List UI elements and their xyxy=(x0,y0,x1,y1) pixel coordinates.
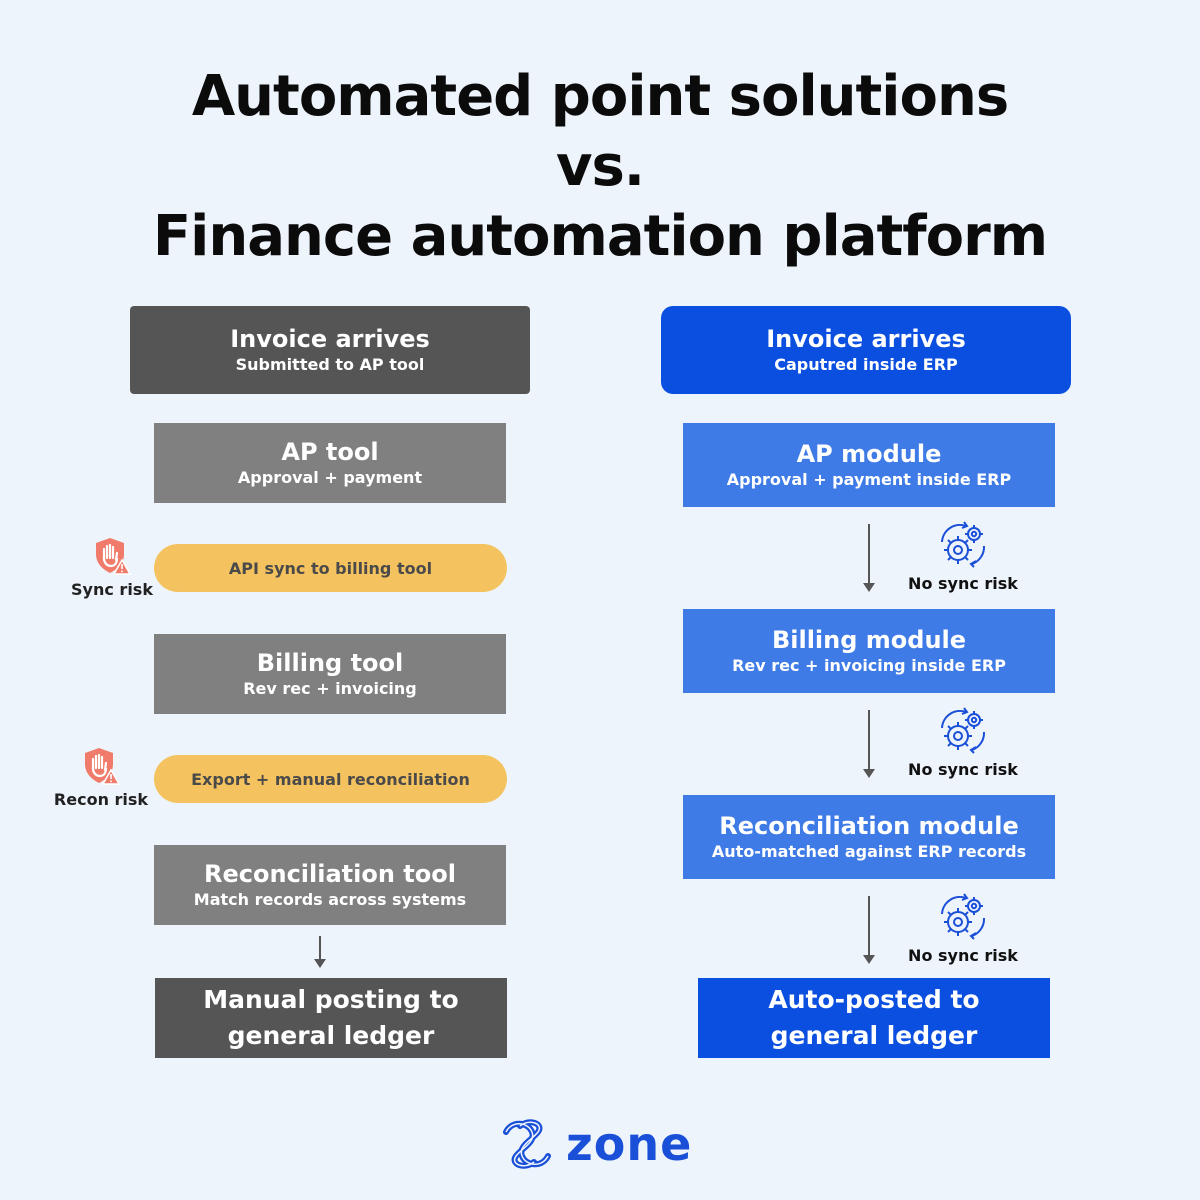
right-arrow-1 xyxy=(863,524,875,592)
no-sync-risk-2: No sync risk xyxy=(903,706,1023,779)
gears-sync-icon xyxy=(941,707,986,754)
api-sync-label: API sync to billing tool xyxy=(228,558,433,578)
recon-risk-marker: Recon risk xyxy=(53,746,149,809)
no-sync-label-3: No sync risk xyxy=(908,946,1018,965)
left-invoice-title: Invoice arrives xyxy=(230,325,430,353)
export-label: Export + manual reconciliation xyxy=(191,769,470,789)
recon-risk-label: Recon risk xyxy=(53,790,149,809)
no-sync-label-2: No sync risk xyxy=(908,760,1018,779)
zone-logo: zone xyxy=(498,1118,692,1170)
left-recon-box: Reconciliation tool Match records across… xyxy=(154,845,506,925)
title-line-2: vs. xyxy=(555,134,645,199)
gears-sync-icon xyxy=(941,521,986,568)
left-invoice-box: Invoice arrives Submitted to AP tool xyxy=(130,306,530,394)
right-billing-box: Billing module Rev rec + invoicing insid… xyxy=(683,609,1055,693)
left-ap-sub: Approval + payment xyxy=(237,468,423,487)
no-sync-label-1: No sync risk xyxy=(908,574,1018,593)
right-ap-sub: Approval + payment inside ERP xyxy=(726,470,1012,489)
title-line-1: Automated point solutions xyxy=(191,64,1009,129)
left-posting-line-2: general ledger xyxy=(227,1021,435,1050)
left-billing-box: Billing tool Rev rec + invoicing xyxy=(154,634,506,714)
left-ap-title: AP tool xyxy=(281,438,379,466)
left-posting-box: Manual posting to general ledger xyxy=(155,978,507,1058)
right-billing-sub: Rev rec + invoicing inside ERP xyxy=(732,656,1006,675)
left-recon-title: Reconciliation tool xyxy=(204,860,456,888)
right-recon-title: Reconciliation module xyxy=(719,812,1019,840)
export-pill: Export + manual reconciliation xyxy=(154,755,507,803)
right-posting-box: Auto-posted to general ledger xyxy=(698,978,1050,1058)
page-title: Automated point solutions vs. Finance au… xyxy=(0,62,1200,272)
hand-stop-warning-icon xyxy=(96,538,132,575)
right-recon-sub: Auto-matched against ERP records xyxy=(711,842,1027,861)
right-recon-box: Reconciliation module Auto-matched again… xyxy=(683,795,1055,879)
left-posting-line-1: Manual posting to xyxy=(203,985,459,1014)
right-billing-title: Billing module xyxy=(771,626,967,654)
right-ap-title: AP module xyxy=(796,440,942,468)
right-invoice-box: Invoice arrives Caputred inside ERP xyxy=(661,306,1071,394)
api-sync-pill: API sync to billing tool xyxy=(154,544,507,592)
right-ap-box: AP module Approval + payment inside ERP xyxy=(683,423,1055,507)
title-line-3: Finance automation platform xyxy=(152,204,1048,269)
right-arrow-2 xyxy=(863,710,875,778)
gears-sync-icon xyxy=(941,893,986,940)
right-posting-line-1: Auto-posted to xyxy=(768,985,980,1014)
no-sync-risk-1: No sync risk xyxy=(903,520,1023,593)
sync-risk-marker: Sync risk xyxy=(70,536,154,599)
zone-wordmark: zone xyxy=(566,1117,693,1171)
hand-stop-warning-icon xyxy=(85,748,121,785)
left-billing-sub: Rev rec + invoicing xyxy=(243,679,417,698)
left-invoice-sub: Submitted to AP tool xyxy=(235,355,425,374)
sync-risk-label: Sync risk xyxy=(71,580,153,599)
right-posting-line-2: general ledger xyxy=(770,1021,978,1050)
left-billing-title: Billing tool xyxy=(256,649,404,677)
left-arrow-to-posting xyxy=(314,936,326,968)
right-invoice-title: Invoice arrives xyxy=(766,325,966,353)
right-invoice-sub: Caputred inside ERP xyxy=(774,355,958,374)
zone-logo-icon xyxy=(503,1119,551,1169)
right-arrow-3 xyxy=(863,896,875,964)
left-ap-box: AP tool Approval + payment xyxy=(154,423,506,503)
left-recon-sub: Match records across systems xyxy=(193,890,467,909)
no-sync-risk-3: No sync risk xyxy=(903,892,1023,965)
